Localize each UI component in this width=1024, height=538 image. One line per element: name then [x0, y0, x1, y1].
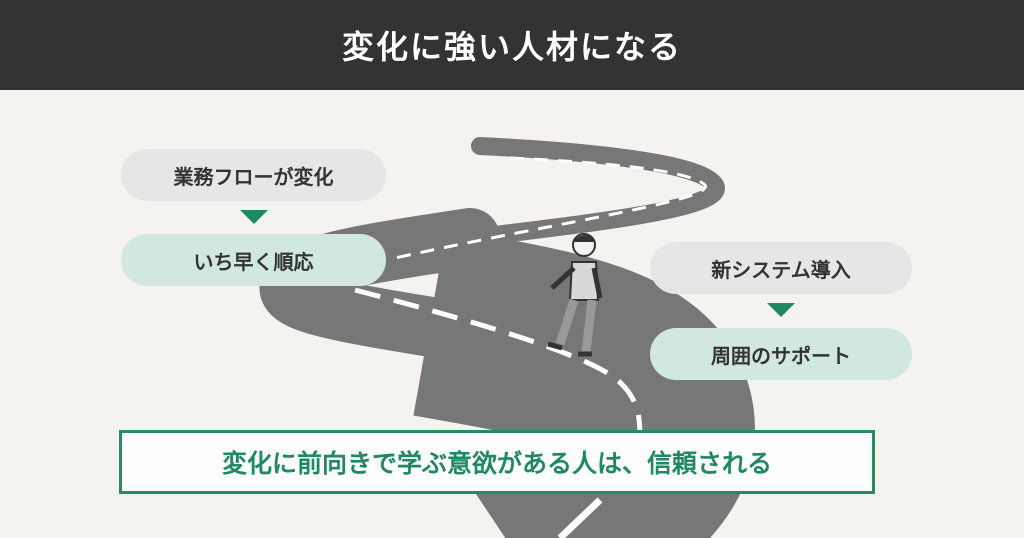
page-title: 変化に強い人材になる	[0, 0, 1024, 90]
left-response-pill: いち早く順応	[121, 234, 386, 286]
conclusion-banner: 変化に前向きで学ぶ意欲がある人は、信頼される	[119, 430, 875, 494]
arrow-down-icon	[767, 303, 795, 317]
right-trigger-pill: 新システム導入	[650, 242, 912, 294]
walking-person-illustration	[547, 233, 603, 357]
arrow-down-icon	[240, 210, 268, 224]
left-trigger-pill: 業務フローが変化	[121, 149, 386, 201]
right-response-pill: 周囲のサポート	[650, 328, 912, 380]
